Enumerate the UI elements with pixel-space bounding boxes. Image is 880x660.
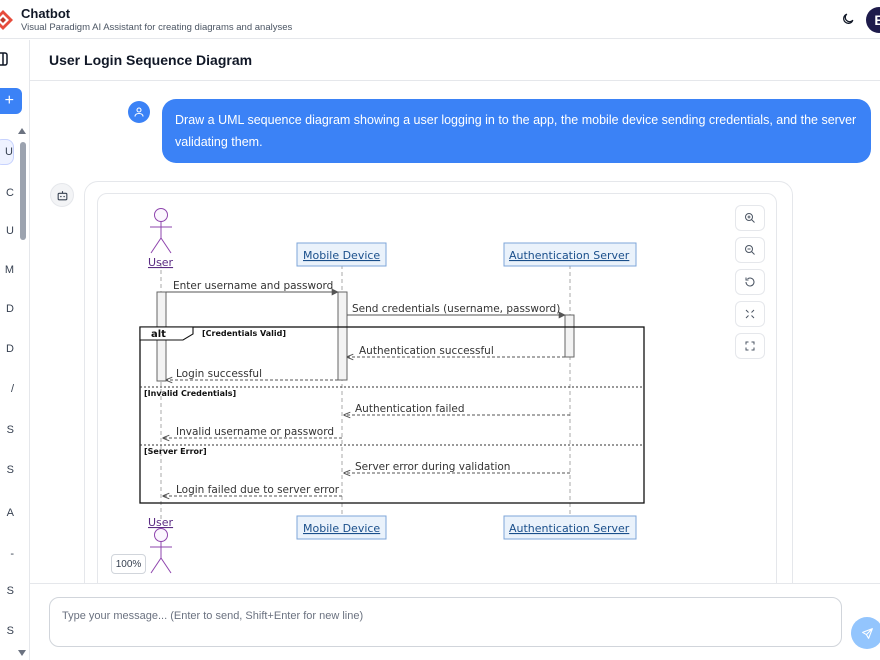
message-label: Login successful (176, 368, 262, 380)
history-item[interactable]: S (6, 585, 14, 597)
alt-operator-label: alt (151, 329, 166, 340)
history-item[interactable]: S (6, 424, 14, 436)
zoom-out-icon (745, 245, 755, 255)
bot-icon (57, 190, 67, 200)
user-icon (134, 107, 144, 117)
history-item[interactable]: S (6, 625, 14, 637)
message-label: Server error during validation (355, 461, 510, 473)
send-button[interactable] (851, 617, 880, 649)
history-item[interactable]: - (10, 548, 14, 560)
lifeline-head-server-bottom (503, 515, 637, 540)
lifeline-head-server-top (503, 242, 637, 267)
alt-fragment (139, 326, 645, 504)
actor-label-bottom: User (148, 516, 174, 529)
sidebar-toggle-icon[interactable] (0, 52, 8, 66)
app-title: Chatbot (21, 6, 71, 21)
user-message-bubble: Draw a UML sequence diagram showing a us… (162, 99, 871, 163)
app-subtitle: Visual Paradigm AI Assistant for creatin… (21, 22, 293, 33)
alt-fragment-tab (139, 326, 194, 341)
sidebar: + U C U M D D / S S A - S S (0, 40, 30, 660)
lifeline-label-server-bottom: Authentication Server (509, 522, 630, 535)
message-label: Send credentials (username, password) (352, 303, 560, 315)
message-label: Authentication failed (355, 403, 465, 415)
history-item[interactable]: U (6, 225, 14, 237)
user-avatar-button[interactable]: E (866, 7, 880, 33)
header: Chatbot Visual Paradigm AI Assistant for… (0, 0, 880, 39)
bot-message-avatar (50, 183, 74, 207)
zoom-out-button[interactable] (735, 237, 765, 263)
history-item[interactable]: / (10, 383, 14, 395)
scroll-down-arrow-icon[interactable] (18, 650, 26, 656)
lifeline-head-device-top (296, 242, 387, 267)
user-message-avatar (128, 101, 150, 123)
message-input[interactable] (49, 597, 842, 647)
diagram-viewer[interactable]: User Mobile Device Authentication Server… (97, 193, 777, 593)
chat-title: User Login Sequence Diagram (49, 52, 253, 68)
send-icon (861, 627, 873, 639)
actor-user-top (150, 208, 172, 254)
history-item[interactable]: M (4, 264, 14, 276)
lifeline-label-server-top: Authentication Server (509, 249, 630, 262)
activation-server (564, 314, 575, 358)
lifeline-head-device-bottom (296, 515, 387, 540)
zoom-level-indicator: 100% (111, 554, 146, 574)
guard-invalid-credentials: [Invalid Credentials] (144, 389, 236, 398)
zoom-in-button[interactable] (735, 205, 765, 231)
new-chat-button[interactable]: + (0, 88, 22, 114)
lifeline-label-device-top: Mobile Device (303, 249, 380, 262)
divider (30, 80, 880, 81)
zoom-in-icon (745, 213, 755, 223)
sequence-diagram: User Mobile Device Authentication Server… (132, 204, 649, 592)
actor-label-top: User (148, 256, 174, 269)
scroll-up-arrow-icon[interactable] (18, 128, 26, 134)
guard-server-error: [Server Error] (144, 447, 207, 456)
message-label: Enter username and password (173, 280, 333, 292)
fit-screen-icon (745, 309, 755, 319)
history-item[interactable]: C (6, 187, 14, 199)
visual-paradigm-logo-icon (0, 10, 13, 30)
sidebar-scrollbar[interactable] (20, 142, 26, 240)
activation-device (337, 291, 348, 381)
history-item[interactable]: U (0, 139, 14, 165)
history-item[interactable]: S (6, 464, 14, 476)
history-item[interactable]: D (6, 343, 14, 355)
message-label: Authentication successful (359, 345, 494, 357)
guard-credentials-valid: [Credentials Valid] (202, 329, 286, 338)
lifeline-label-device-bottom: Mobile Device (303, 522, 380, 535)
rotate-icon (745, 277, 755, 287)
theme-toggle-button[interactable] (838, 9, 858, 29)
history-item[interactable]: A (6, 507, 14, 519)
fullscreen-button[interactable] (735, 333, 765, 359)
actor-user-bottom (150, 528, 172, 574)
message-label: Invalid username or password (176, 426, 334, 438)
history-item[interactable]: D (6, 303, 14, 315)
fit-to-screen-button[interactable] (735, 301, 765, 327)
message-label: Login failed due to server error (176, 484, 340, 496)
fullscreen-icon (745, 341, 755, 351)
moon-icon (843, 13, 854, 24)
reset-view-button[interactable] (735, 269, 765, 295)
